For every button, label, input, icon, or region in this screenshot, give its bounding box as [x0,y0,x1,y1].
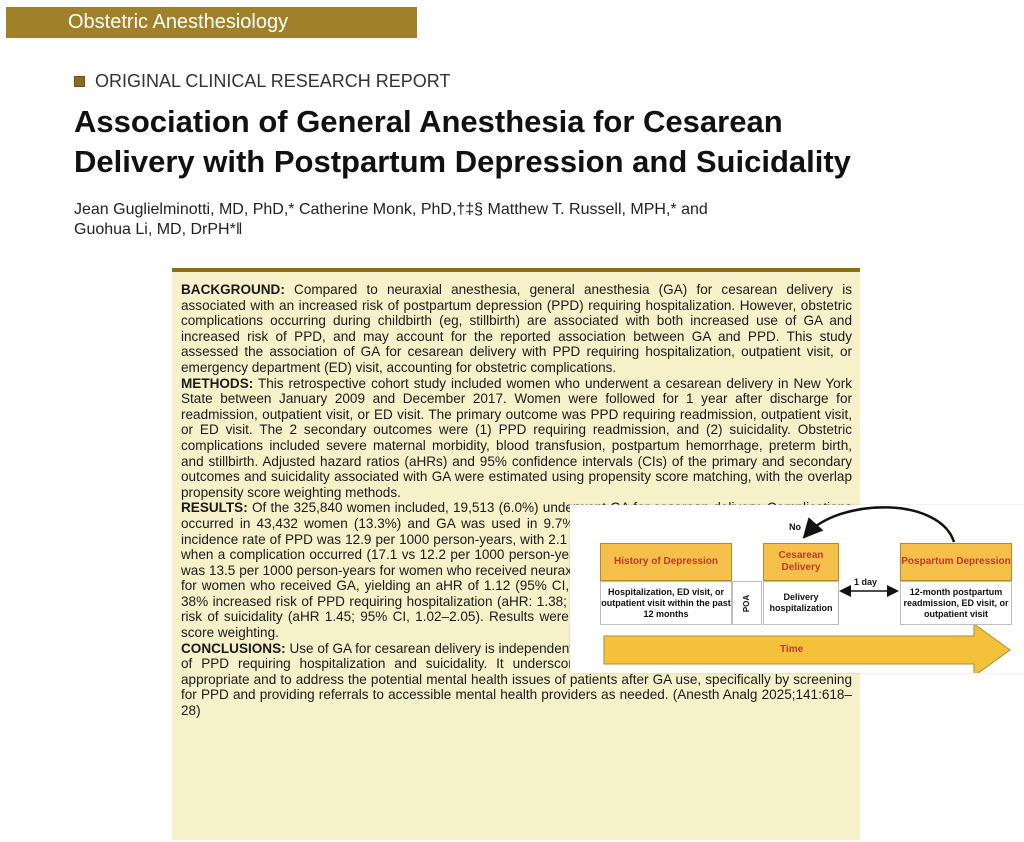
authors-line-2: Guohua Li, MD, DrPH*‖ [74,221,243,238]
title-line-2: Delivery with Postpartum Depression and … [74,144,851,179]
methods-text: This retrospective cohort study included… [181,375,852,500]
diagram-arrows [603,506,1011,673]
one-day-label: 1 day [854,577,878,587]
feedback-arrow [802,506,956,543]
box-history-of-depression: History of Depression [600,543,732,581]
authors-line-1: Jean Guglielminotti, MD, PhD,* Catherine… [74,201,708,218]
report-type: ORIGINAL CLINICAL RESEARCH REPORT [74,71,450,92]
conclusions-heading: CONCLUSIONS: [181,640,286,656]
box-postpartum-depression: Pospartum Depression [900,543,1012,581]
no-label: No [789,522,801,532]
report-type-label: ORIGINAL CLINICAL RESEARCH REPORT [95,71,451,91]
abstract-methods: METHODS: This retrospective cohort study… [181,376,852,501]
poa-cell: POA [732,581,762,625]
time-label: Time [780,644,804,655]
postpartum-description: 12-month postpartum readmission, ED visi… [900,581,1012,625]
square-bullet-icon [74,76,85,87]
history-description: Hospitalization, ED visit, or outpatient… [600,581,732,625]
methods-heading: METHODS: [181,375,254,391]
time-arrow [603,623,1011,673]
journal-section-banner: Obstetric Anesthesiology [6,7,417,38]
article-title: Association of General Anesthesia for Ce… [74,102,954,182]
study-timeline-diagram: History of Depression Cesarean Delivery … [570,505,1024,673]
results-heading: RESULTS: [181,500,248,516]
background-text: Compared to neuraxial anesthesia, genera… [181,282,852,375]
abstract-background: BACKGROUND: Compared to neuraxial anesth… [181,282,852,376]
authors: Jean Guglielminotti, MD, PhD,* Catherine… [74,200,894,240]
box-cesarean-delivery: Cesarean Delivery [763,543,839,581]
cesarean-description: Delivery hospitalization [763,581,839,625]
background-heading: BACKGROUND: [181,282,285,297]
title-line-1: Association of General Anesthesia for Ce… [74,104,783,139]
poa-label: POA [742,594,752,612]
